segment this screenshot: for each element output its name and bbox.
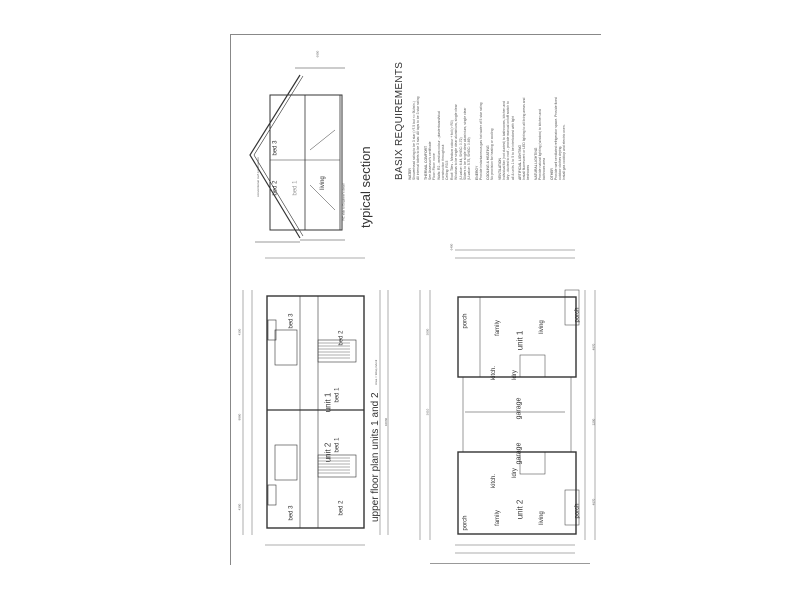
section-dim-top: 6650 — [315, 50, 320, 58]
upper-unit1-bed3: bed 3 — [288, 313, 295, 329]
basix-section-line: Provide instantaneous gas hot water of 5… — [478, 102, 483, 180]
section-roof — [249, 74, 301, 239]
upper-unit1-label: unit 1 — [323, 392, 333, 413]
upper-dim-left-3: 4300 — [237, 503, 242, 511]
ground-dim-right-1: 4670 — [591, 343, 596, 351]
upper-unit1-bed1: bed 1 — [334, 387, 341, 403]
basix-section-line: bedrooms — [526, 164, 531, 180]
ground-garage-1: garage — [515, 397, 523, 420]
section-room-living: living — [319, 176, 326, 190]
upper-unit1-bed2: bed 2 — [338, 330, 345, 346]
basix-section-line: bathroom area — [542, 157, 547, 180]
ground-unit2-living: living — [538, 511, 545, 525]
section-room-bed1: bed 1 — [292, 180, 299, 196]
basix-section-line: All internal toilets to be 3 star. All t… — [416, 96, 421, 181]
section-note-slab: RC slab to Engineer's detail — [341, 183, 346, 221]
ground-porch-right-2: porch — [574, 503, 581, 519]
ground-unit1-living: living — [538, 320, 545, 334]
upper-unit2-label: unit 2 — [323, 442, 333, 463]
ground-dim-top-1: 6400 — [449, 243, 454, 251]
garage-outline — [462, 376, 572, 453]
upper-dim-left-2: 8880 — [237, 413, 242, 421]
ground-unit2-porch: porch — [462, 515, 469, 531]
section-building-outline — [269, 94, 343, 231]
upper-unit2-bed1: bed 1 — [334, 437, 341, 453]
ground-unit1-porch: porch — [462, 313, 469, 329]
ground-unit1-label: unit 1 — [515, 330, 525, 351]
ground-unit1-family: family — [494, 320, 501, 336]
ground-unit2-family: family — [494, 510, 501, 526]
ground-unit2-label: unit 2 — [515, 499, 525, 520]
sheet-bottom-rule — [430, 563, 590, 564]
upper-dim-right-1: 10060 — [384, 417, 389, 427]
upper-unit2-bed3: bed 3 — [288, 505, 295, 521]
ground-dim-left-2: 3610 — [425, 408, 430, 416]
basix-section-line: all & units 1 to 5 to be interlocked wit… — [510, 115, 515, 180]
ground-unit1-kitchen: kitch. — [491, 365, 498, 381]
basix-section-line: (U-value: 5.75, SHGC: 0.69) — [467, 137, 472, 180]
upper-unit2-bed2: bed 2 — [338, 500, 345, 516]
ground-dim-left-1: 3000 — [425, 328, 430, 336]
ground-dim-right-2: 3200 — [591, 418, 596, 426]
upper-dim-left-1: 4300 — [237, 328, 242, 336]
upper-plan-area-note: Area = 92sq.m/unit — [374, 359, 378, 385]
section-room-bed2: bed 2 — [272, 180, 279, 196]
basix-section-line: Install gas cooktop and electric oven. — [562, 124, 567, 180]
ground-garage-2: garage — [515, 442, 523, 465]
ground-unit1-laundry: ldry — [511, 370, 518, 380]
section-note-roof: conventional roof construction — [255, 157, 260, 197]
basix-title: BASIX REQUIREMENTS — [394, 61, 405, 180]
ground-porch-right-1: porch — [574, 307, 581, 323]
drawing-sheet-border — [230, 34, 601, 565]
ground-unit2-laundry: ldry — [511, 468, 518, 478]
upper-plan-outline — [266, 295, 365, 529]
section-title: typical section — [358, 146, 373, 228]
section-room-bed3: bed 3 — [272, 140, 279, 156]
ground-unit2-kitchen: kitch. — [491, 473, 498, 489]
basix-section-line: No provision for heating or cooling — [490, 128, 495, 180]
upper-plan-title: upper floor plan units 1 and 2 — [370, 392, 381, 522]
ground-dim-right-3: 4670 — [591, 498, 596, 506]
